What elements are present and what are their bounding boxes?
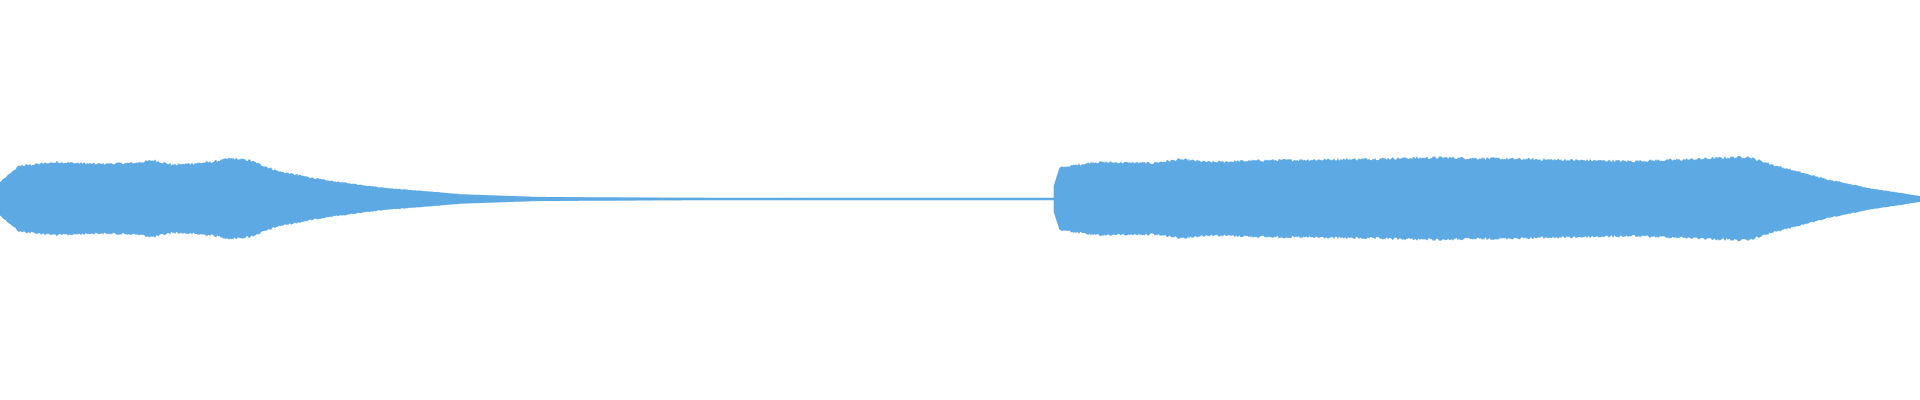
waveform-segment-2	[1053, 155, 1920, 242]
waveform-segments	[0, 155, 1920, 242]
